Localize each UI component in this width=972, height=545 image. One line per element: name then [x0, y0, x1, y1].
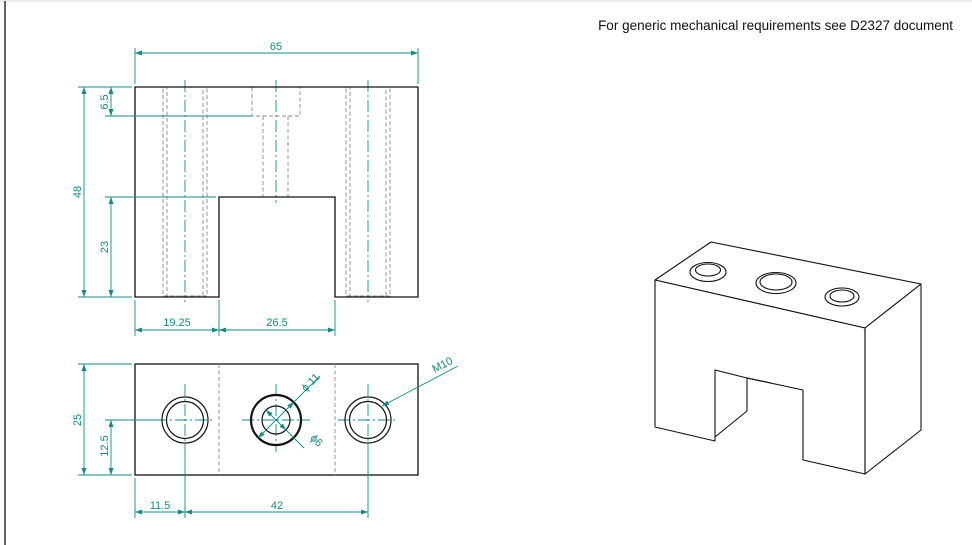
- top-outline: [134, 363, 419, 476]
- dim-slot-width: 26.5: [266, 317, 287, 329]
- dim-thread-size: M10: [430, 355, 455, 375]
- front-view: [134, 80, 419, 302]
- left-hole: [161, 396, 209, 444]
- dim-half-depth: 12.5: [99, 435, 111, 456]
- right-hole: [344, 396, 392, 444]
- dim-overall-width: 65: [270, 41, 282, 53]
- dim-counterbore-diameter: ϕ 11: [299, 371, 322, 394]
- dim-hole-diameter: ϕ6: [308, 432, 325, 449]
- top-view: [134, 363, 419, 476]
- front-dimensions: [78, 48, 419, 336]
- dim-hole-offset: 11.5: [150, 500, 171, 512]
- isometric-part-icon: [654, 241, 922, 475]
- dim-slot-height: 23: [99, 241, 111, 253]
- right-hole-inner: [348, 400, 388, 440]
- dim-depth: 25: [72, 414, 84, 426]
- dim-hole-spacing: 42: [271, 500, 283, 512]
- dim-thread-depth: 6.5: [99, 94, 111, 109]
- center-counterbore: [249, 393, 303, 447]
- top-dimensions: [78, 363, 459, 518]
- dim-slot-offset: 19.25: [163, 317, 191, 329]
- note-text: For generic mechanical requirements see …: [598, 18, 953, 33]
- dim-overall-height: 48: [72, 186, 84, 198]
- front-outline: [134, 86, 419, 298]
- left-hole-inner: [165, 400, 205, 440]
